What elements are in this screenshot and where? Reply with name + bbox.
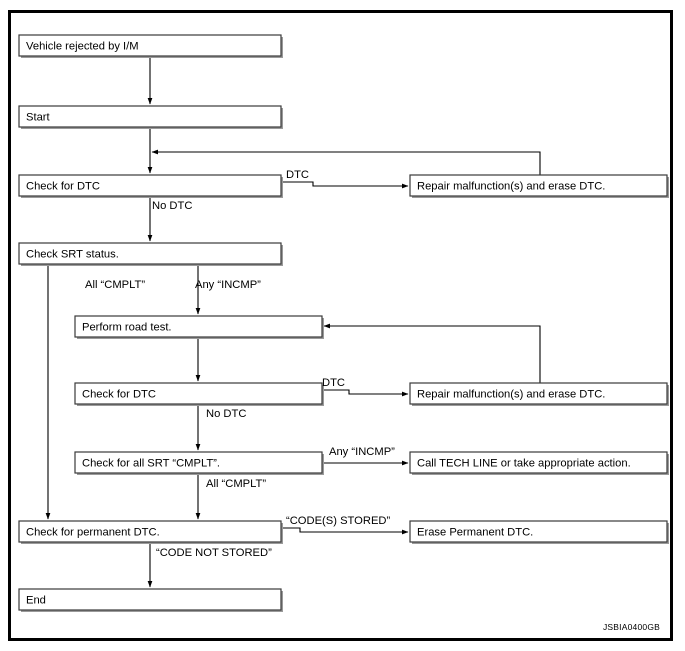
node-label-tech_line: Call TECH LINE or take appropriate actio… bbox=[417, 458, 631, 470]
node-check_all_srt: Check for all SRT “CMPLT”. bbox=[74, 451, 324, 475]
edge-label-any_incmp_2: Any “INCMP” bbox=[329, 446, 395, 458]
node-rect bbox=[409, 451, 668, 474]
connector-check-dtc-2-to-repair-2 bbox=[322, 389, 409, 397]
node-label-start: Start bbox=[26, 112, 51, 124]
connector-repair-2-feedback bbox=[323, 323, 541, 383]
node-label-check_srt: Check SRT status. bbox=[26, 249, 119, 261]
node-label-vehicle_rejected: Vehicle rejected by I/M bbox=[26, 41, 139, 53]
node-start: Start bbox=[18, 105, 283, 129]
node-end: End bbox=[18, 588, 283, 612]
node-label-check_all_srt: Check for all SRT “CMPLT”. bbox=[82, 458, 220, 470]
node-vehicle_rejected: Vehicle rejected by I/M bbox=[18, 34, 283, 58]
node-tech_line: Call TECH LINE or take appropriate actio… bbox=[409, 451, 669, 475]
edge-label-dtc_1: DTC bbox=[286, 169, 309, 181]
node-rect bbox=[18, 34, 282, 57]
edge-label-dtc_2: DTC bbox=[322, 377, 345, 389]
node-rect bbox=[18, 520, 282, 543]
figure-id-code: JSBIA0400GB bbox=[603, 622, 660, 632]
node-check_dtc_1: Check for DTC bbox=[18, 174, 283, 198]
node-rect bbox=[74, 315, 323, 338]
edge-label-no_dtc_2: No DTC bbox=[206, 408, 246, 420]
node-label-check_dtc_2: Check for DTC bbox=[82, 389, 156, 401]
node-rect bbox=[409, 174, 668, 197]
connector-layer bbox=[45, 56, 541, 588]
node-label-erase_permanent: Erase Permanent DTC. bbox=[417, 527, 533, 539]
node-label-check_permanent: Check for permanent DTC. bbox=[26, 527, 160, 539]
node-check_permanent: Check for permanent DTC. bbox=[18, 520, 283, 544]
edge-label-all_cmplt_left: All “CMPLT” bbox=[85, 279, 145, 291]
edge-label-codes_stored: “CODE(S) STORED” bbox=[286, 515, 390, 527]
node-erase_permanent: Erase Permanent DTC. bbox=[409, 520, 669, 544]
node-repair_2: Repair malfunction(s) and erase DTC. bbox=[409, 382, 669, 406]
node-rect bbox=[409, 520, 668, 543]
node-rect bbox=[409, 382, 668, 405]
node-check_dtc_2: Check for DTC bbox=[74, 382, 324, 406]
node-road_test: Perform road test. bbox=[74, 315, 324, 339]
node-label-repair_2: Repair malfunction(s) and erase DTC. bbox=[417, 389, 605, 401]
edge-label-all_cmplt_mid: All “CMPLT” bbox=[206, 478, 266, 490]
edge-label-any_incmp_1: Any “INCMP” bbox=[195, 279, 261, 291]
node-rect bbox=[18, 174, 282, 197]
node-rect bbox=[18, 105, 282, 128]
edge-label-layer: DTC No DTC All “CMPLT” Any “INCMP” DTC No DTC… bbox=[85, 169, 395, 559]
node-label-repair_1: Repair malfunction(s) and erase DTC. bbox=[417, 181, 605, 193]
node-check_srt: Check SRT status. bbox=[18, 242, 283, 266]
figure-frame bbox=[8, 10, 673, 641]
node-label-road_test: Perform road test. bbox=[82, 322, 172, 334]
node-repair_1: Repair malfunction(s) and erase DTC. bbox=[409, 174, 669, 198]
node-label-end: End bbox=[26, 595, 46, 607]
edge-label-code_not_stored: “CODE NOT STORED” bbox=[156, 547, 272, 559]
node-rect bbox=[18, 242, 282, 265]
node-rect bbox=[74, 451, 323, 474]
node-rect bbox=[74, 382, 323, 405]
node-label-check_dtc_1: Check for DTC bbox=[26, 181, 100, 193]
connector-repair-1-feedback bbox=[151, 149, 541, 175]
node-rect bbox=[18, 588, 282, 611]
edge-label-no_dtc_1: No DTC bbox=[152, 200, 192, 212]
connector-check-permanent-to-erase bbox=[281, 527, 409, 535]
connector-check-dtc-1-to-repair-1 bbox=[281, 181, 409, 189]
